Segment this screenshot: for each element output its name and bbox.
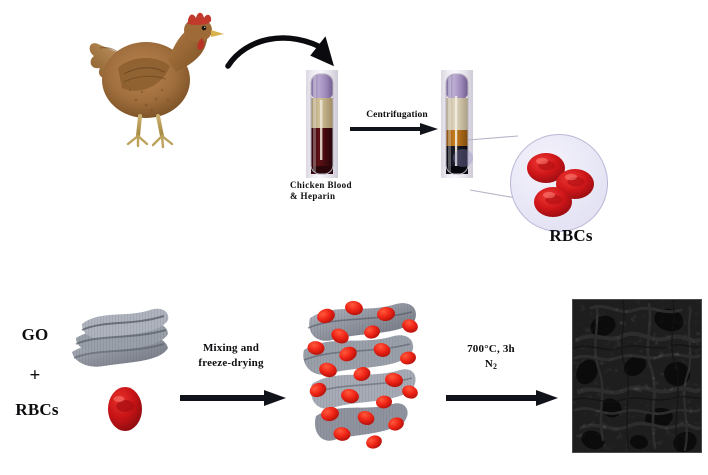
pyrolysis-step-label: 700°C, 3h N2 (443, 342, 539, 373)
centrifugation-label: Centrifugation (366, 110, 428, 120)
centrifugation-arrow (350, 123, 438, 135)
mixing-step-label: Mixing and freeze-drying (198, 342, 264, 369)
go-rbc-composite (303, 300, 418, 449)
go-label: GO (21, 325, 49, 344)
rbcs-reactant-label: RBCs (15, 400, 59, 419)
pyrolysis-arrow (446, 390, 558, 406)
single-rbc (108, 387, 142, 431)
rbc-cells-group (527, 153, 594, 217)
blood-tube-label: Chicken Blood & Heparin (290, 180, 352, 201)
rbc-cell (534, 187, 572, 217)
rbc-magnifier-circle (510, 134, 608, 232)
chicken-photo (89, 12, 224, 149)
curved-arrow (225, 35, 334, 69)
pyrolysis-line1: 700°C, 3h (467, 343, 515, 355)
sem-micrograph (572, 299, 702, 453)
rbc-cell (527, 153, 565, 183)
blood-collection-tube (306, 70, 338, 178)
mixing-arrow (180, 390, 286, 406)
pyrolysis-line2: N2 (484, 357, 498, 372)
magnifier-connector-lines (467, 135, 519, 199)
rbcs-label: RBCs (549, 226, 593, 245)
embedded-rbc-group (307, 300, 418, 449)
graphene-oxide-sheets (72, 308, 169, 367)
plus-label: + (29, 365, 41, 386)
centrifuged-blood-tube (441, 70, 473, 178)
